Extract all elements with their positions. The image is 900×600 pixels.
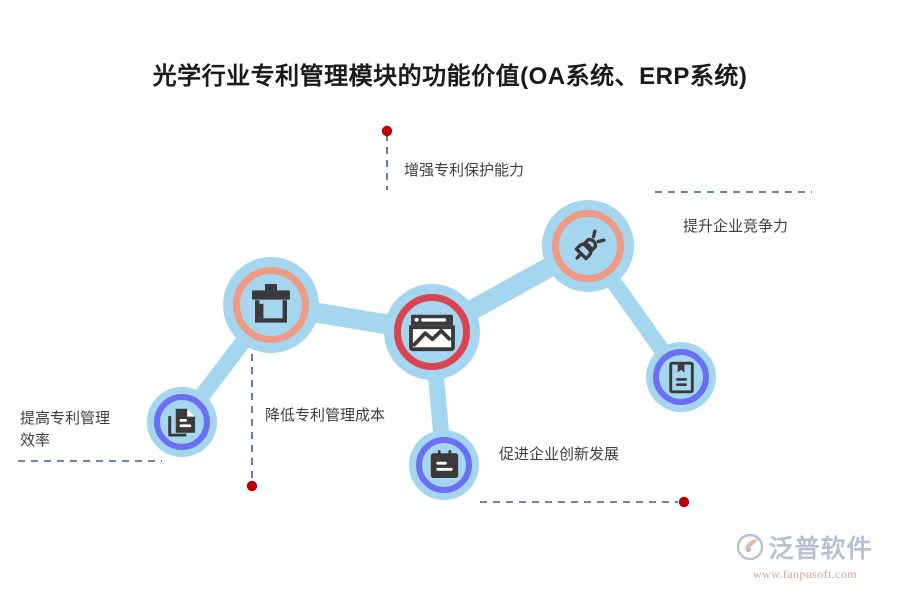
label-reduce-management-cost-endpoint-dot: [246, 480, 258, 492]
watermark-url-text: www.fanpusoft.com: [752, 566, 857, 581]
label-promote-innovation-endpoint-dot: [678, 496, 690, 508]
watermark-brand-text: 泛普软件: [768, 534, 873, 563]
calendar-note-icon: [427, 448, 462, 483]
label-improve-management-efficiency: 提高专利管理 效率: [20, 410, 111, 449]
label-reduce-management-cost: 降低专利管理成本: [265, 407, 386, 424]
note-node-ring: [416, 437, 472, 493]
plug-node-ring: [552, 210, 624, 282]
plug-icon: [566, 224, 611, 269]
label-enhance-patent-protection: 增强专利保护能力: [404, 162, 525, 179]
image-chart-icon: [408, 308, 456, 356]
note-node[interactable]: [409, 430, 479, 500]
document-node[interactable]: [147, 387, 217, 457]
watermark-brand-row: 泛普软件: [737, 529, 872, 565]
book-node-ring: [653, 349, 709, 405]
documents-icon: [165, 405, 200, 440]
bookmark-icon: [664, 360, 699, 395]
fanpusoft-watermark: 泛普软件 www.fanpusoft.com: [730, 524, 880, 586]
chart-node-ring: [394, 294, 470, 370]
label-promote-innovation: 促进企业创新发展: [499, 446, 620, 463]
page-title: 光学行业专利管理模块的功能价值(OA系统、ERP系统): [152, 63, 748, 90]
label-enhance-patent-protection-endpoint-dot: [381, 125, 393, 137]
store-icon: [247, 281, 295, 329]
store-node-ring: [233, 267, 309, 343]
document-node-ring: [154, 394, 210, 450]
label-improve-competitiveness: 提升企业竞争力: [683, 218, 789, 235]
store-node[interactable]: [223, 257, 319, 353]
fanpu-logo-icon: [737, 533, 764, 560]
plug-node[interactable]: [542, 200, 634, 292]
chart-node[interactable]: [384, 284, 480, 380]
book-node[interactable]: [646, 342, 716, 412]
